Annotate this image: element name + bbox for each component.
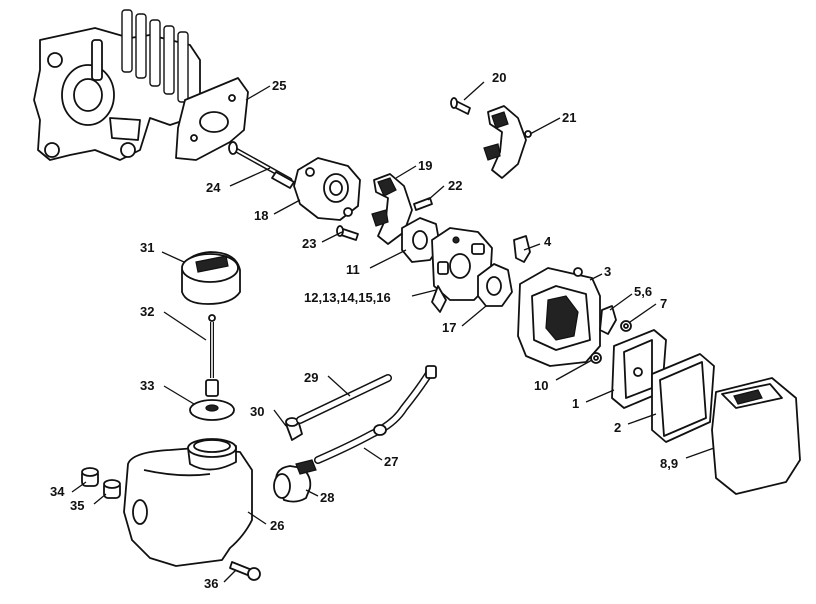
gasket-17 xyxy=(477,263,513,307)
callout-18: 18 xyxy=(254,208,268,223)
callout-20: 20 xyxy=(492,70,506,85)
nut-7 xyxy=(620,320,632,332)
callout-7: 7 xyxy=(660,296,667,311)
plug-35 xyxy=(103,479,121,499)
nut-10 xyxy=(590,352,602,364)
valve-33 xyxy=(189,379,235,421)
screw-36 xyxy=(229,561,261,581)
gasket-plate-25 xyxy=(175,77,249,161)
engine-block xyxy=(33,9,201,161)
callout-12-16: 12,13,14,15,16 xyxy=(304,290,391,305)
callout-1: 1 xyxy=(572,396,579,411)
intake-manifold-18 xyxy=(293,157,361,221)
carburetor-bracket-19 xyxy=(371,173,413,245)
callout-4: 4 xyxy=(544,234,552,249)
callout-25: 25 xyxy=(272,78,286,93)
callout-36: 36 xyxy=(204,576,218,591)
air-filter-2 xyxy=(651,353,715,443)
carburetor-12-16 xyxy=(431,227,493,313)
tube-29 xyxy=(296,374,392,424)
long-bolt-24 xyxy=(228,141,295,189)
callout-5-6: 5,6 xyxy=(634,284,652,299)
callout-26: 26 xyxy=(270,518,284,533)
callout-11: 11 xyxy=(346,262,360,277)
callout-27: 27 xyxy=(384,454,398,469)
callout-24: 24 xyxy=(206,180,221,195)
fuel-tank-26 xyxy=(123,438,253,567)
vent-tube-32 xyxy=(208,314,216,378)
callout-33: 33 xyxy=(140,378,154,393)
clip-5-6 xyxy=(599,305,617,335)
bracket-21 xyxy=(483,105,532,179)
screw-20 xyxy=(450,97,471,115)
callout-35: 35 xyxy=(70,498,84,513)
lever-4 xyxy=(513,235,531,263)
callout-19: 19 xyxy=(418,158,432,173)
fuel-cap-31 xyxy=(181,251,241,305)
callout-22: 22 xyxy=(448,178,462,193)
callout-2: 2 xyxy=(614,420,621,435)
filter-housing-3 xyxy=(517,267,601,367)
callout-31: 31 xyxy=(140,240,154,255)
callout-3: 3 xyxy=(604,264,611,279)
callout-17: 17 xyxy=(442,320,456,335)
fuel-line-27 xyxy=(314,365,437,464)
callout-10: 10 xyxy=(534,378,548,393)
callout-23: 23 xyxy=(302,236,316,251)
callout-32: 32 xyxy=(140,304,154,319)
callout-8-9: 8,9 xyxy=(660,456,678,471)
screw-22 xyxy=(413,197,433,211)
filter-cover-8-9 xyxy=(711,377,801,495)
callout-21: 21 xyxy=(562,110,576,125)
callout-34: 34 xyxy=(50,484,65,499)
callout-labels: 25 24 18 20 21 19 22 23 11 12,13,14,15,1… xyxy=(50,70,678,591)
callout-29: 29 xyxy=(304,370,318,385)
callout-30: 30 xyxy=(250,404,264,419)
fuel-filter-28 xyxy=(273,459,317,503)
leader-lines xyxy=(71,81,715,583)
grommet-30 xyxy=(285,417,303,441)
callout-28: 28 xyxy=(320,490,334,505)
